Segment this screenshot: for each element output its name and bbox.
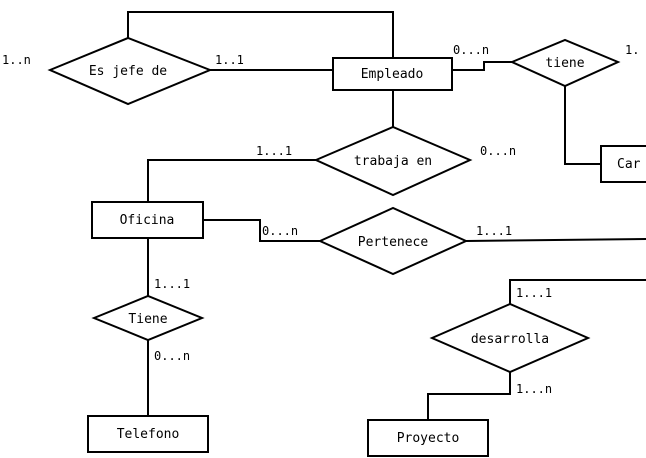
entity-telefono: Telefono — [87, 415, 209, 453]
relationship-desarrolla: desarrolla — [429, 302, 591, 374]
relationship-label: desarrolla — [471, 332, 549, 347]
entity-box — [91, 201, 204, 239]
relationship-label: Tiene — [128, 312, 167, 327]
connector-right-desarrolla — [509, 279, 646, 304]
relationship-es-jefe-de: Es jefe de — [47, 36, 213, 106]
entity-label: Oficina — [120, 213, 175, 228]
cardinality-tiene-bottom-bottom: 0...n — [154, 349, 190, 363]
entity-label: Proyecto — [397, 431, 460, 446]
connector-jefe-loop — [127, 11, 394, 58]
entity-label: Telefono — [117, 427, 180, 442]
entity-box — [332, 57, 453, 91]
cardinality-pertenece-left: 0...n — [262, 224, 298, 238]
entity-cargo: Car — [600, 145, 646, 183]
cardinality-tiene-left: 0...n — [453, 43, 489, 57]
entity-box — [367, 419, 489, 457]
relationship-label: tiene — [545, 56, 584, 71]
connector-trabaja-oficina — [147, 159, 316, 202]
connector-pertenece-right — [465, 238, 646, 242]
cardinality-labels: 1..n 1..1 0...n 1. 1...1 0...n 0...n 1..… — [2, 43, 639, 396]
cardinality-jefe-right: 1..1 — [215, 53, 244, 67]
relationship-tiene-top: tiene — [509, 38, 621, 88]
cardinality-trabaja-right: 0...n — [480, 144, 516, 158]
cardinality-trabaja-left: 1...1 — [256, 144, 292, 158]
connector-empleado-tiene — [452, 61, 512, 71]
cardinality-pertenece-right: 1...1 — [476, 224, 512, 238]
entity-label: Empleado — [361, 67, 424, 82]
entity-oficina: Oficina — [91, 201, 204, 239]
entity-empleado: Empleado — [332, 57, 453, 91]
relationship-label: Pertenece — [358, 235, 429, 250]
diamond-shape — [313, 125, 473, 197]
relationship-trabaja-en: trabaja en — [313, 125, 473, 197]
entity-box — [600, 145, 646, 183]
entity-label: Car — [617, 157, 641, 172]
diamond-shape — [317, 206, 469, 276]
cardinality-tiene-bottom-top: 1...1 — [154, 277, 190, 291]
entity-proyecto: Proyecto — [367, 419, 489, 457]
relationship-label: trabaja en — [354, 154, 432, 169]
cardinality-desarrolla-top: 1...1 — [516, 286, 552, 300]
cardinality-tiene-right: 1. — [625, 43, 639, 57]
connector-desarrolla-proyecto — [427, 372, 511, 420]
connector-oficina-pertenece — [203, 219, 320, 242]
diamond-shape — [429, 302, 591, 374]
relationship-label: Es jefe de — [89, 64, 167, 79]
diamond-shape — [509, 38, 621, 88]
diamond-shape — [47, 36, 213, 106]
cardinality-desarrolla-bottom: 1...n — [516, 382, 552, 396]
entity-box — [87, 415, 209, 453]
connector-tiene-cargo — [564, 86, 601, 165]
cardinality-jefe-left: 1..n — [2, 53, 31, 67]
connector-lines — [127, 11, 646, 420]
relationship-pertenece: Pertenece — [317, 206, 469, 276]
diamond-shape — [91, 294, 205, 342]
relationship-tiene-bottom: Tiene — [91, 294, 205, 342]
